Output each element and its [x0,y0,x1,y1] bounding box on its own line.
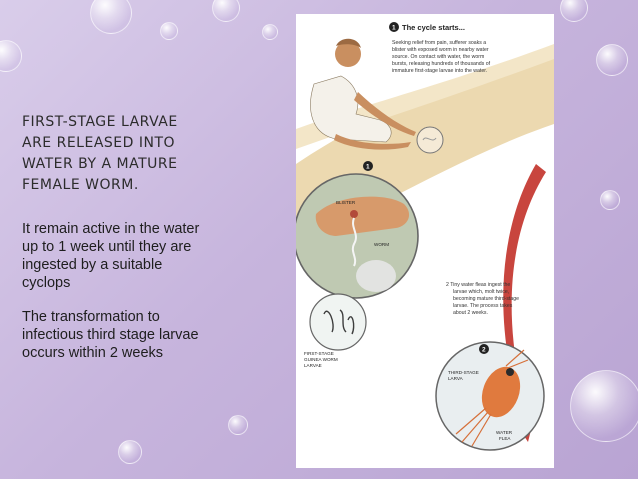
label-blister: BLISTER [336,200,356,205]
decorative-bubble [160,22,178,40]
decorative-bubble [570,370,638,442]
larvae-magnifier [309,293,367,351]
label-first-stage-line2: GUINEA WORM [304,357,338,362]
step-number-2-label: 2 [482,347,486,354]
step1-heading: The cycle starts... [402,23,465,32]
label-third-stage-line2: LARVA [448,376,464,381]
lifecycle-illustration: 1 The cycle starts... Seeking relief fro… [296,22,554,451]
step2-text-line: 2 Tiny water fleas ingest the [446,282,510,288]
decorative-bubble [596,44,628,76]
label-worm: WORM [374,242,389,247]
slide-title: FIRST-STAGE LARVAE ARE RELEASED INTO WAT… [22,114,178,193]
step1-text-line: blister with exposed worm in nearby wate… [392,47,489,53]
body-paragraph: It remain active in the water up to 1 we… [22,221,200,291]
decorative-bubble [600,190,620,210]
decorative-bubble [262,24,278,40]
label-water-flea-line1: WATER [496,430,513,435]
decorative-bubble [0,40,22,72]
step-number-2 [479,344,489,354]
label-first-stage-line1: FIRST-STAGE [304,351,334,356]
step2-text-line: larvae which, molt twice, [453,289,509,295]
person-illustration [310,38,416,150]
step1-text-line: source. On contact with water, the worm [392,54,484,60]
worm-small [422,137,437,141]
step-number-1-label: 1 [392,25,396,32]
decorative-bubble [560,0,588,22]
water-flea-magnifier [435,341,545,451]
label-third-stage-line1: THIRD-STAGE [448,370,479,375]
label-first-stage-line3: LARVAE [304,363,322,368]
step-number-1 [389,22,399,32]
step-number-1-circle [363,161,373,171]
label-water-flea-line2: FLEA [499,436,511,441]
foot-magnifier [296,173,419,299]
decorative-bubble [90,0,132,34]
step2-text-line: about 2 weeks. [453,310,488,316]
decorative-bubble [212,0,240,22]
body-paragraph: The transformation to infectious third s… [22,309,199,361]
slide-body: It remain active in the water up to 1 we… [22,220,202,378]
decorative-bubble [228,415,248,435]
step2-text-line: larvae. The process takes [453,303,513,309]
step2-text-line: becoming mature third-stage [453,296,519,302]
step1-text-line: bursts, releasing hundreds of thousands … [392,61,491,67]
step-number-1b-label: 1 [366,164,370,171]
decorative-bubble [118,440,142,464]
step1-text-line: immature first-stage larvae into the wat… [392,68,487,74]
magnifier-small [416,126,444,154]
lifecycle-figure: 1 The cycle starts... Seeking relief fro… [296,14,554,468]
step1-text-line: Seeking relief from pain, sufferer soaks… [392,40,486,46]
